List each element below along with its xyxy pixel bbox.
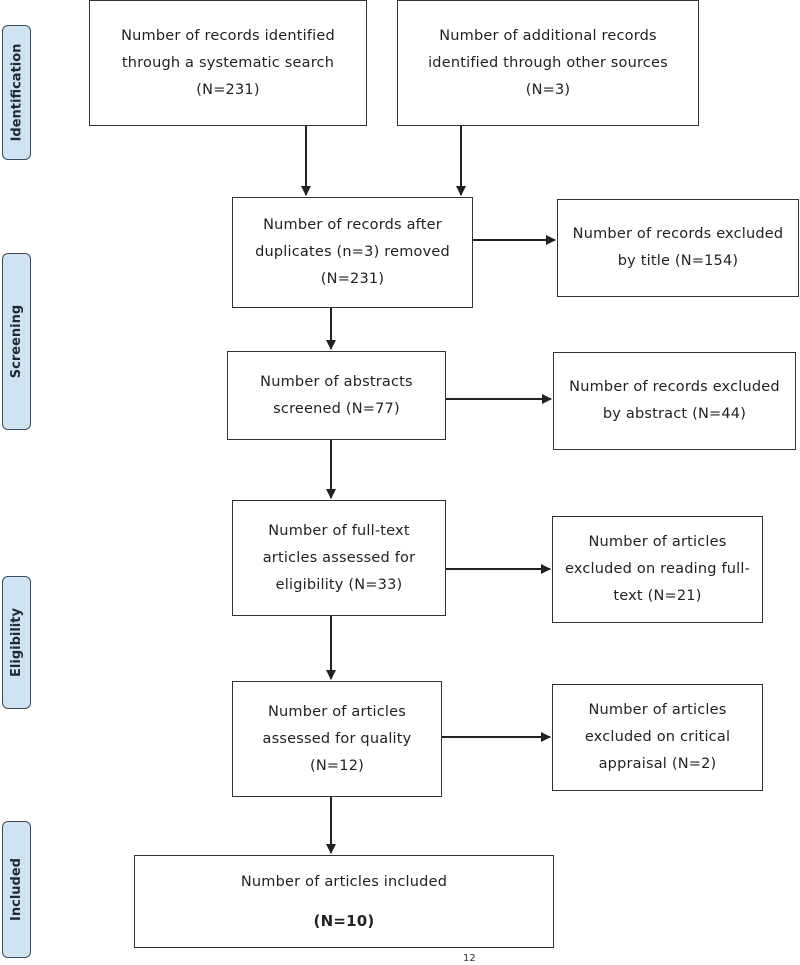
box-excluded-abstract: Number of records excluded by abstract (… xyxy=(553,352,796,450)
box-abstracts-screened: Number of abstracts screened (N=77) xyxy=(227,351,446,440)
phase-screening-label: Screening xyxy=(9,304,25,379)
box-included: Number of articles included (N=10) xyxy=(134,855,554,948)
phase-eligibility-label: Eligibility xyxy=(9,608,25,677)
box-excluded-title: Number of records excluded by title (N=1… xyxy=(557,199,799,297)
phase-identification: Identification xyxy=(2,25,31,160)
phase-included: Included xyxy=(2,821,31,958)
phase-identification-label: Identification xyxy=(9,43,25,142)
box-fulltext-assessed: Number of full-text articles assessed fo… xyxy=(232,500,446,616)
phase-included-label: Included xyxy=(9,858,24,921)
box-additional-records: Number of additional records identified … xyxy=(397,0,699,126)
box-quality-assessed: Number of articles assessed for quality … xyxy=(232,681,442,797)
box-excluded-fulltext: Number of articles excluded on reading f… xyxy=(552,516,763,623)
box-after-duplicates: Number of records after duplicates (n=3)… xyxy=(232,197,473,308)
box-records-identified: Number of records identified through a s… xyxy=(89,0,367,126)
box-excluded-appraisal: Number of articles excluded on critical … xyxy=(552,684,763,791)
footnote-reference: 12 xyxy=(463,953,476,964)
phase-eligibility: Eligibility xyxy=(2,576,31,709)
phase-screening: Screening xyxy=(2,253,31,430)
